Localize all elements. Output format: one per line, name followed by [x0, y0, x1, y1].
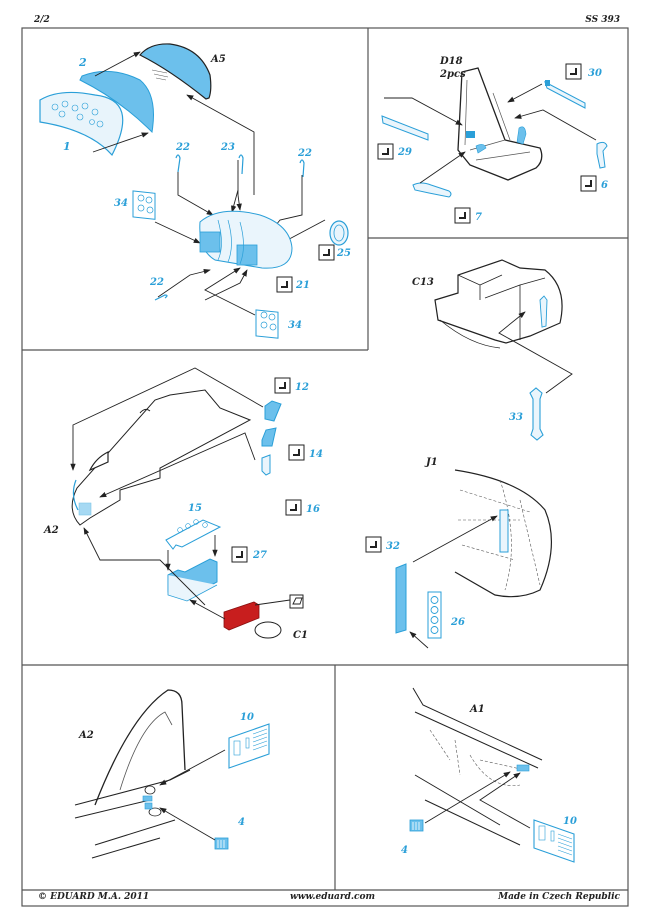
part-label-34: 34 [288, 320, 302, 331]
website-link[interactable]: www.eduard.com [290, 892, 376, 902]
part-label-34: 34 [114, 198, 128, 209]
page-number: 2/2 [34, 15, 50, 25]
part-label-33: 33 [509, 412, 523, 423]
bend-part-icon [565, 63, 582, 80]
copyright-text: © EDUARD M.A. 2011 [38, 892, 150, 902]
part-22b-shape [299, 159, 305, 178]
part-label-10: 10 [240, 712, 254, 723]
part-29-shape [381, 115, 429, 141]
seat-shape [457, 67, 543, 181]
part-2-shape [79, 70, 154, 134]
seat-diagram: D18 2pcs 30 29 6 7 [377, 56, 608, 224]
part-12-shape [264, 400, 282, 422]
part-label-12: 12 [295, 382, 309, 393]
c1-disc [254, 621, 282, 639]
part-label-2: 2 [78, 56, 87, 69]
part-7-shape [412, 182, 452, 198]
part-label-10: 10 [563, 816, 577, 827]
part-label-4: 4 [238, 817, 245, 828]
part-label-16: 16 [306, 504, 320, 515]
part-label-21: 21 [295, 280, 310, 291]
console-shape [434, 259, 563, 344]
panel-borders [21, 27, 629, 907]
part-label-30: 30 [588, 68, 602, 79]
part-label-4: 4 [401, 845, 408, 856]
part-6-shape [596, 141, 608, 169]
assembly-label-j1: J1 [424, 457, 438, 468]
part-label-22: 22 [175, 142, 190, 153]
quantity-label: 2pcs [439, 69, 466, 80]
instrument-panel-diagram: 2 1 A5 22 23 22 34 22 34 25 21 [39, 43, 351, 339]
part-22c-shape [154, 294, 168, 301]
sheet-id: SS 393 [585, 15, 620, 25]
bend-part-icon [274, 377, 291, 394]
assembly-label-d18: D18 [439, 56, 463, 67]
fuselage-shape [71, 389, 252, 526]
c1-red-part [223, 601, 260, 631]
part-label-29: 29 [397, 147, 412, 158]
frame-diagram: J1 32 26 [365, 457, 552, 649]
bend-part-icon [365, 536, 382, 553]
part-label-15: 15 [188, 503, 202, 514]
assembly-label-a2: A2 [78, 730, 94, 741]
part-label-25: 25 [336, 248, 351, 259]
bend-part-icon [288, 444, 305, 461]
assembly-label-c13: C13 [412, 277, 434, 288]
bend-part-icon [377, 143, 394, 160]
assembly-label-a2: A2 [43, 525, 59, 536]
assembly-label-a1: A1 [469, 704, 485, 715]
part-32-shape [395, 563, 407, 634]
part-label-22: 22 [149, 277, 164, 288]
part-22a-shape [175, 154, 181, 173]
fuselage-side-diagram: 12 14 16 15 27 A2 C1 [43, 367, 323, 641]
part-label-14: 14 [309, 449, 323, 460]
part-label-7: 7 [475, 212, 482, 223]
console-diagram: C13 33 [412, 259, 573, 441]
part-1-shape [39, 91, 124, 157]
part-label-22: 22 [297, 148, 312, 159]
part-14-shape [261, 427, 277, 447]
bend-part-icon [231, 546, 248, 563]
part-label-6: 6 [601, 180, 608, 191]
part-34a-shape [132, 190, 156, 220]
part-4-shape [409, 819, 424, 832]
a5-shape [139, 43, 212, 100]
part-25-ring [329, 220, 349, 246]
part-16-shape [261, 454, 271, 476]
part-label-26: 26 [450, 617, 465, 628]
part-label-32: 32 [386, 541, 400, 552]
bend-part-icon [454, 207, 471, 224]
tail-left-diagram: A2 10 4 [74, 689, 270, 859]
bend-part-icon [276, 276, 293, 293]
made-in-text: Made in Czech Republic [498, 892, 620, 902]
part-15-shape [165, 519, 222, 550]
part-26-shape [427, 591, 442, 639]
part-label-27: 27 [252, 550, 267, 561]
fin-shape [94, 689, 186, 806]
gunsight-body [199, 210, 293, 269]
part-label-1: 1 [63, 140, 71, 153]
part-33-shape [529, 387, 544, 441]
bend-part-icon [318, 244, 335, 261]
bend-part-icon [580, 175, 597, 192]
part-30-shape [544, 80, 586, 109]
assembly-label-c1: C1 [293, 630, 308, 641]
assembly-label-a5: A5 [210, 54, 226, 65]
tail-right-diagram: A1 10 4 [401, 687, 577, 863]
part-4-shape [214, 837, 229, 850]
bend-part-icon [285, 499, 302, 516]
part-23-shape [238, 154, 244, 175]
part-label-23: 23 [220, 142, 235, 153]
